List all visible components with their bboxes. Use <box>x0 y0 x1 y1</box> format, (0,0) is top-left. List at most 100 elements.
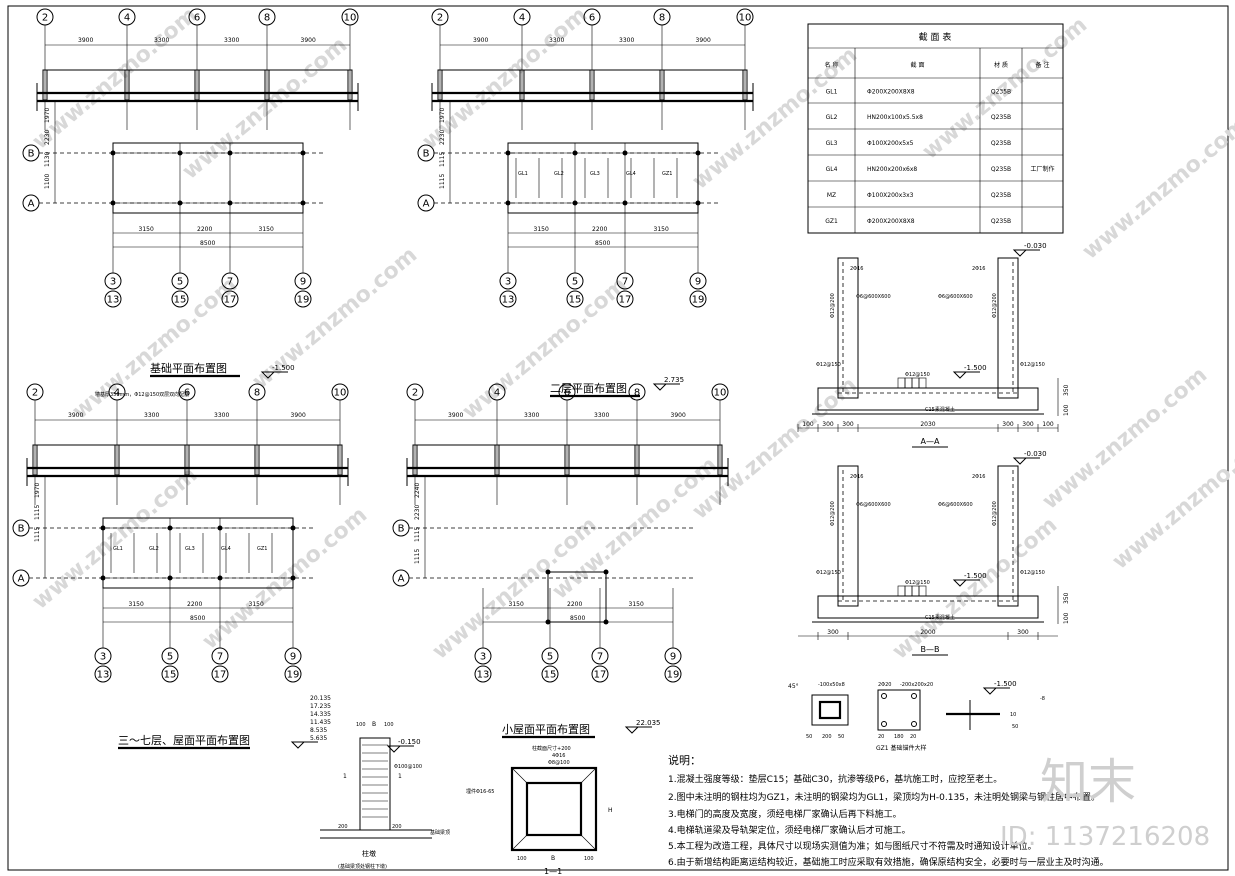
step-block <box>897 377 906 389</box>
side-dim-1: 2230 <box>414 505 421 520</box>
table-title: 截 面 表 <box>919 31 952 43</box>
image-id: ID: 1137216208 <box>1000 822 1210 852</box>
table-header-0: 名 称 <box>825 61 839 69</box>
side-dim-0: 1970 <box>34 483 41 498</box>
axis-bottom-3-text: 3 <box>100 652 106 663</box>
axis-bottom-7-circle <box>591 647 609 665</box>
top-dim-0: 3900 <box>448 412 463 419</box>
axis-bottom-9-text: 9 <box>290 652 296 663</box>
rebar-label-stirrup-l: Φ6@600X600 <box>856 294 891 300</box>
top-dim-3: 3900 <box>696 37 711 44</box>
axis-top-2-text: 2 <box>32 388 38 399</box>
top-dim-3: 3900 <box>291 412 306 419</box>
axis-bottom-sub-17-text: 17 <box>224 295 237 306</box>
axis-top-10-text: 10 <box>739 13 752 24</box>
anchor-bolt <box>911 721 917 727</box>
axis-top-4-text: 4 <box>519 13 525 24</box>
rebar-label-stirrup-l: Φ6@600X600 <box>856 502 891 508</box>
pier-subtitle: (基础梁顶处钢柱下墩) <box>338 863 387 870</box>
plan4-title: 小屋面平面布置图 <box>502 723 590 736</box>
axis-bottom-3-circle <box>474 647 492 665</box>
table-cell-3-1: HN200x200x6x8 <box>867 166 917 173</box>
plan3-elev-1: 17.235 <box>310 703 331 710</box>
axis-row-B-text: B <box>398 524 405 535</box>
axis-bottom-3-circle <box>94 647 112 665</box>
axis-bottom-3-text: 3 <box>110 277 116 288</box>
axis-bottom-3-circle <box>104 272 122 290</box>
plan1-elev-text: -1.500 <box>272 364 295 372</box>
axis-bottom-sub-17-text: 17 <box>594 670 607 681</box>
sec11-dim-0: 100 <box>517 856 527 862</box>
beam-label-GL1: GL1 <box>113 546 123 552</box>
axis-top-4-text: 4 <box>494 388 500 399</box>
side-dim-0: 1970 <box>439 108 446 123</box>
column-top <box>114 444 120 476</box>
top-dim-1: 3300 <box>524 412 539 419</box>
rebar-label-v-l: Φ12@200 <box>830 501 836 526</box>
note-4: 4.电梯轨道梁及导轨架定位，须经电梯厂家确认后才可施工。 <box>668 824 911 836</box>
plan3-elev-triangle <box>290 741 306 749</box>
total-dim: 8500 <box>200 240 215 247</box>
table-cell-0-1: Φ200X200X8X8 <box>867 89 915 96</box>
sec11-inner <box>525 781 583 837</box>
gz1-angle: 45° <box>788 683 799 690</box>
axis-top-10-text: 10 <box>714 388 727 399</box>
watermark-text: www.znzmo.com <box>28 463 202 615</box>
side-dim-1: 100 <box>1063 612 1070 624</box>
beam-label-GL4: GL4 <box>221 546 231 552</box>
table-header-3: 备 注 <box>1036 61 1050 69</box>
pier-dim-2: 100 <box>384 722 394 728</box>
side-dim-3: 1115 <box>439 174 446 189</box>
axis-bottom-sub-17-text: 17 <box>214 670 227 681</box>
axis-bottom-sub-17-circle <box>221 290 239 308</box>
axis-top-8-text: 8 <box>634 388 640 399</box>
step-block <box>918 585 927 597</box>
column-top <box>742 69 748 101</box>
sec11-label-3: 埋件Φ16-65 <box>466 788 494 795</box>
side-dim-3: 1115 <box>414 549 421 564</box>
bottom-dim-1: 2200 <box>197 226 212 233</box>
total-dim: 8500 <box>595 240 610 247</box>
rebar-label-base: Φ12@150 <box>905 580 930 586</box>
axis-bottom-sub-19-circle <box>664 665 682 683</box>
sec11-dim-1: 100 <box>584 856 594 862</box>
rebar-label-base: Φ12@150 <box>905 372 930 378</box>
table-cell-3-2: Q235B <box>991 166 1011 173</box>
wall-right <box>997 257 1019 399</box>
beam-label-GZ1: GZ1 <box>257 546 267 552</box>
table-cell-1-1: HN200x100x5.5x8 <box>867 114 923 121</box>
plan4-elev-text: 22.035 <box>636 719 661 727</box>
column-top <box>659 69 665 101</box>
bottom-dim-1: 2200 <box>592 226 607 233</box>
wall-right <box>997 465 1019 607</box>
axis-bottom-sub-13-text: 13 <box>97 670 110 681</box>
axis-row-A-text: A <box>28 199 35 210</box>
rebar-label-h-r: Φ12@150 <box>1020 570 1045 576</box>
axis-row-A-text: A <box>18 574 25 585</box>
axis-bottom-sub-19-text: 19 <box>692 295 705 306</box>
bottom-dim-4: 300 <box>1002 421 1014 428</box>
column-node <box>545 619 551 625</box>
bottom-dim-3: 2030 <box>920 421 935 428</box>
step-block <box>897 585 906 597</box>
sheet-border <box>7 5 1229 871</box>
axis-bottom-sub-19-circle <box>689 290 707 308</box>
side-dim-0: 350 <box>1063 384 1070 396</box>
top-dim-2: 3300 <box>224 37 239 44</box>
plan3-elev-0: 20.135 <box>310 695 331 702</box>
design-notes: 说明： 1.混凝土强度等级：垫层C15；基础C30，抗渗等级P6，基坑施工时，应… <box>668 753 1109 868</box>
pier-rebar: Φ100@100 <box>394 764 422 770</box>
pier-dim-1: B <box>372 721 376 728</box>
axis-bottom-sub-17-text: 17 <box>619 295 632 306</box>
axis-bottom-3-circle <box>499 272 517 290</box>
table-cell-0-0: GL1 <box>826 89 838 96</box>
column-node <box>603 619 609 625</box>
axis-bottom-sub-13-circle <box>94 665 112 683</box>
axis-bottom-9-circle <box>294 272 312 290</box>
bottom-dim-0: 3150 <box>509 601 524 608</box>
rebar-label-top-l: 2Φ16 <box>850 474 863 480</box>
axis-bottom-sub-15-text: 15 <box>174 295 187 306</box>
plan3-elev-4: 8.535 <box>310 727 327 734</box>
side-dim-0: 1970 <box>44 108 51 123</box>
